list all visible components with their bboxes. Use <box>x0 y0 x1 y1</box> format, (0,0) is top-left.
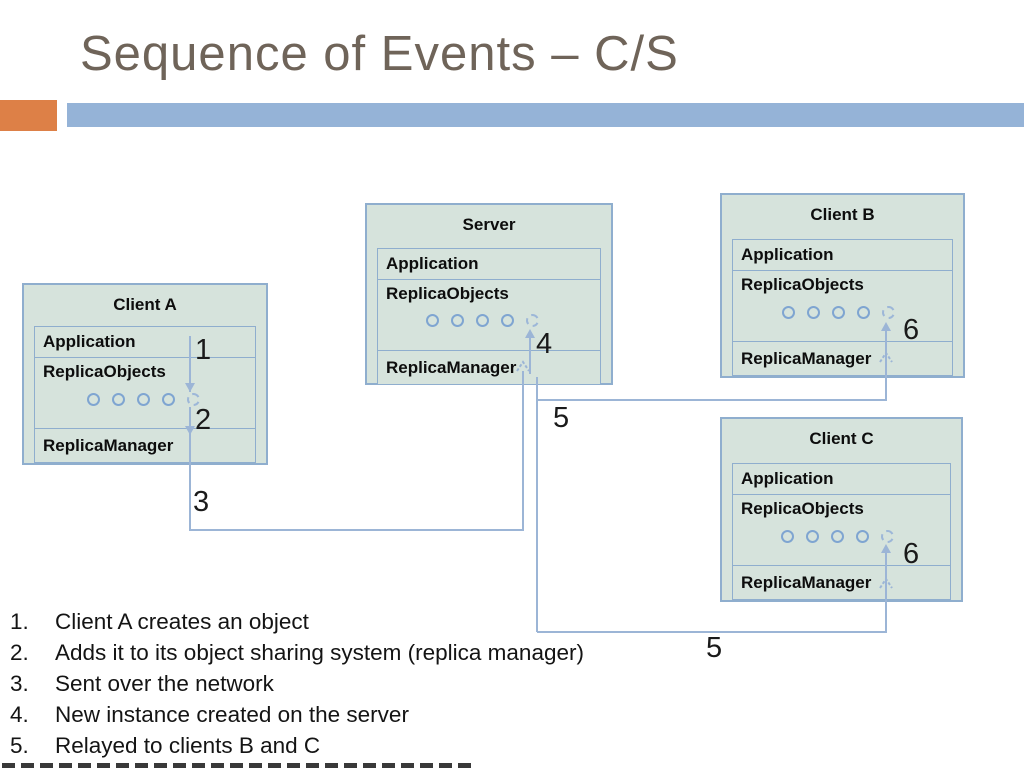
list-item-number: 2. <box>10 639 29 665</box>
new-object-slot-icon <box>882 306 895 319</box>
replica-objects-label: ReplicaObjects <box>43 362 166 381</box>
object-slots <box>733 530 950 543</box>
replica-manager-row: ReplicaManager <box>741 349 872 368</box>
replica-objects-label: ReplicaObjects <box>386 284 509 303</box>
node-title: Client C <box>809 429 874 448</box>
object-slot-icon <box>832 306 845 319</box>
new-object-slot-icon <box>881 530 894 543</box>
list-item-text: Client A creates an object <box>55 608 309 634</box>
list-item: 3. Sent over the network <box>10 668 770 699</box>
object-slots <box>733 306 952 319</box>
step-label-6-b: 6 <box>903 314 920 346</box>
accent-bar <box>67 103 1024 127</box>
step-label-2: 2 <box>195 404 212 436</box>
object-slot-icon <box>782 306 795 319</box>
list-item-number: 3. <box>10 670 29 696</box>
cutoff-text-remnant <box>2 763 472 768</box>
step-label-6-c: 6 <box>903 538 920 570</box>
node-client-b: Client B Application ReplicaObjects Repl… <box>720 193 965 378</box>
list-item-number: 1. <box>10 608 29 634</box>
object-slots <box>378 314 600 327</box>
node-title: Server <box>462 215 516 234</box>
object-slots <box>35 393 255 406</box>
accent-orange-block <box>0 100 57 131</box>
object-slot-icon <box>856 530 869 543</box>
application-row: Application <box>35 327 255 358</box>
object-slot-icon <box>857 306 870 319</box>
object-slot-icon <box>112 393 125 406</box>
replica-objects-label: ReplicaObjects <box>741 275 864 294</box>
node-title: Client A <box>113 295 177 314</box>
object-slot-icon <box>87 393 100 406</box>
list-item: 2. Adds it to its object sharing system … <box>10 637 770 668</box>
object-slot-icon <box>451 314 464 327</box>
list-item-text: Adds it to its object sharing system (re… <box>55 639 584 665</box>
replica-objects-row: ReplicaObjects <box>733 495 950 566</box>
list-item: 5. Relayed to clients B and C <box>10 730 770 761</box>
node-inner-box: Application ReplicaObjects ReplicaManage… <box>732 239 953 376</box>
list-item: 4. New instance created on the server <box>10 699 770 730</box>
object-slot-icon <box>831 530 844 543</box>
object-slot-icon <box>162 393 175 406</box>
replica-objects-row: ReplicaObjects <box>733 271 952 342</box>
node-inner-box: Application ReplicaObjects ReplicaManage… <box>34 326 256 463</box>
object-slot-icon <box>807 306 820 319</box>
list-item-text: Sent over the network <box>55 670 274 696</box>
slide-title: Sequence of Events – C/S <box>80 27 679 81</box>
object-slot-icon <box>501 314 514 327</box>
application-row: Application <box>378 249 600 280</box>
list-item: 1. Client A creates an object <box>10 606 770 637</box>
replica-objects-row: ReplicaObjects <box>35 358 255 429</box>
replica-manager-row: ReplicaManager <box>43 436 174 455</box>
replica-objects-row: ReplicaObjects <box>378 280 600 351</box>
step-label-5-c: 5 <box>706 632 723 664</box>
application-row: Application <box>733 464 950 495</box>
application-row: Application <box>733 240 952 271</box>
object-slot-icon <box>476 314 489 327</box>
replica-objects-label: ReplicaObjects <box>741 499 864 518</box>
object-slot-icon <box>806 530 819 543</box>
step-label-1: 1 <box>195 334 212 366</box>
replica-manager-row: ReplicaManager <box>386 358 517 377</box>
node-client-c: Client C Application ReplicaObjects Repl… <box>720 417 963 602</box>
list-item-text: Relayed to clients B and C <box>55 732 321 758</box>
object-slot-icon <box>137 393 150 406</box>
object-slot-icon <box>781 530 794 543</box>
node-inner-box: Application ReplicaObjects ReplicaManage… <box>377 248 601 385</box>
step-label-5-b: 5 <box>553 402 570 434</box>
node-server: Server Application ReplicaObjects Replic… <box>365 203 613 385</box>
step-label-3: 3 <box>193 486 210 518</box>
step-label-4: 4 <box>536 328 553 360</box>
event-steps-list: 1. Client A creates an object 2. Adds it… <box>10 606 770 761</box>
object-slot-icon <box>426 314 439 327</box>
node-title: Client B <box>810 205 875 224</box>
node-inner-box: Application ReplicaObjects ReplicaManage… <box>732 463 951 600</box>
list-item-number: 4. <box>10 701 29 727</box>
list-item-number: 5. <box>10 732 29 758</box>
node-client-a: Client A Application ReplicaObjects Repl… <box>22 283 268 465</box>
new-object-slot-icon <box>526 314 539 327</box>
list-item-text: New instance created on the server <box>55 701 409 727</box>
